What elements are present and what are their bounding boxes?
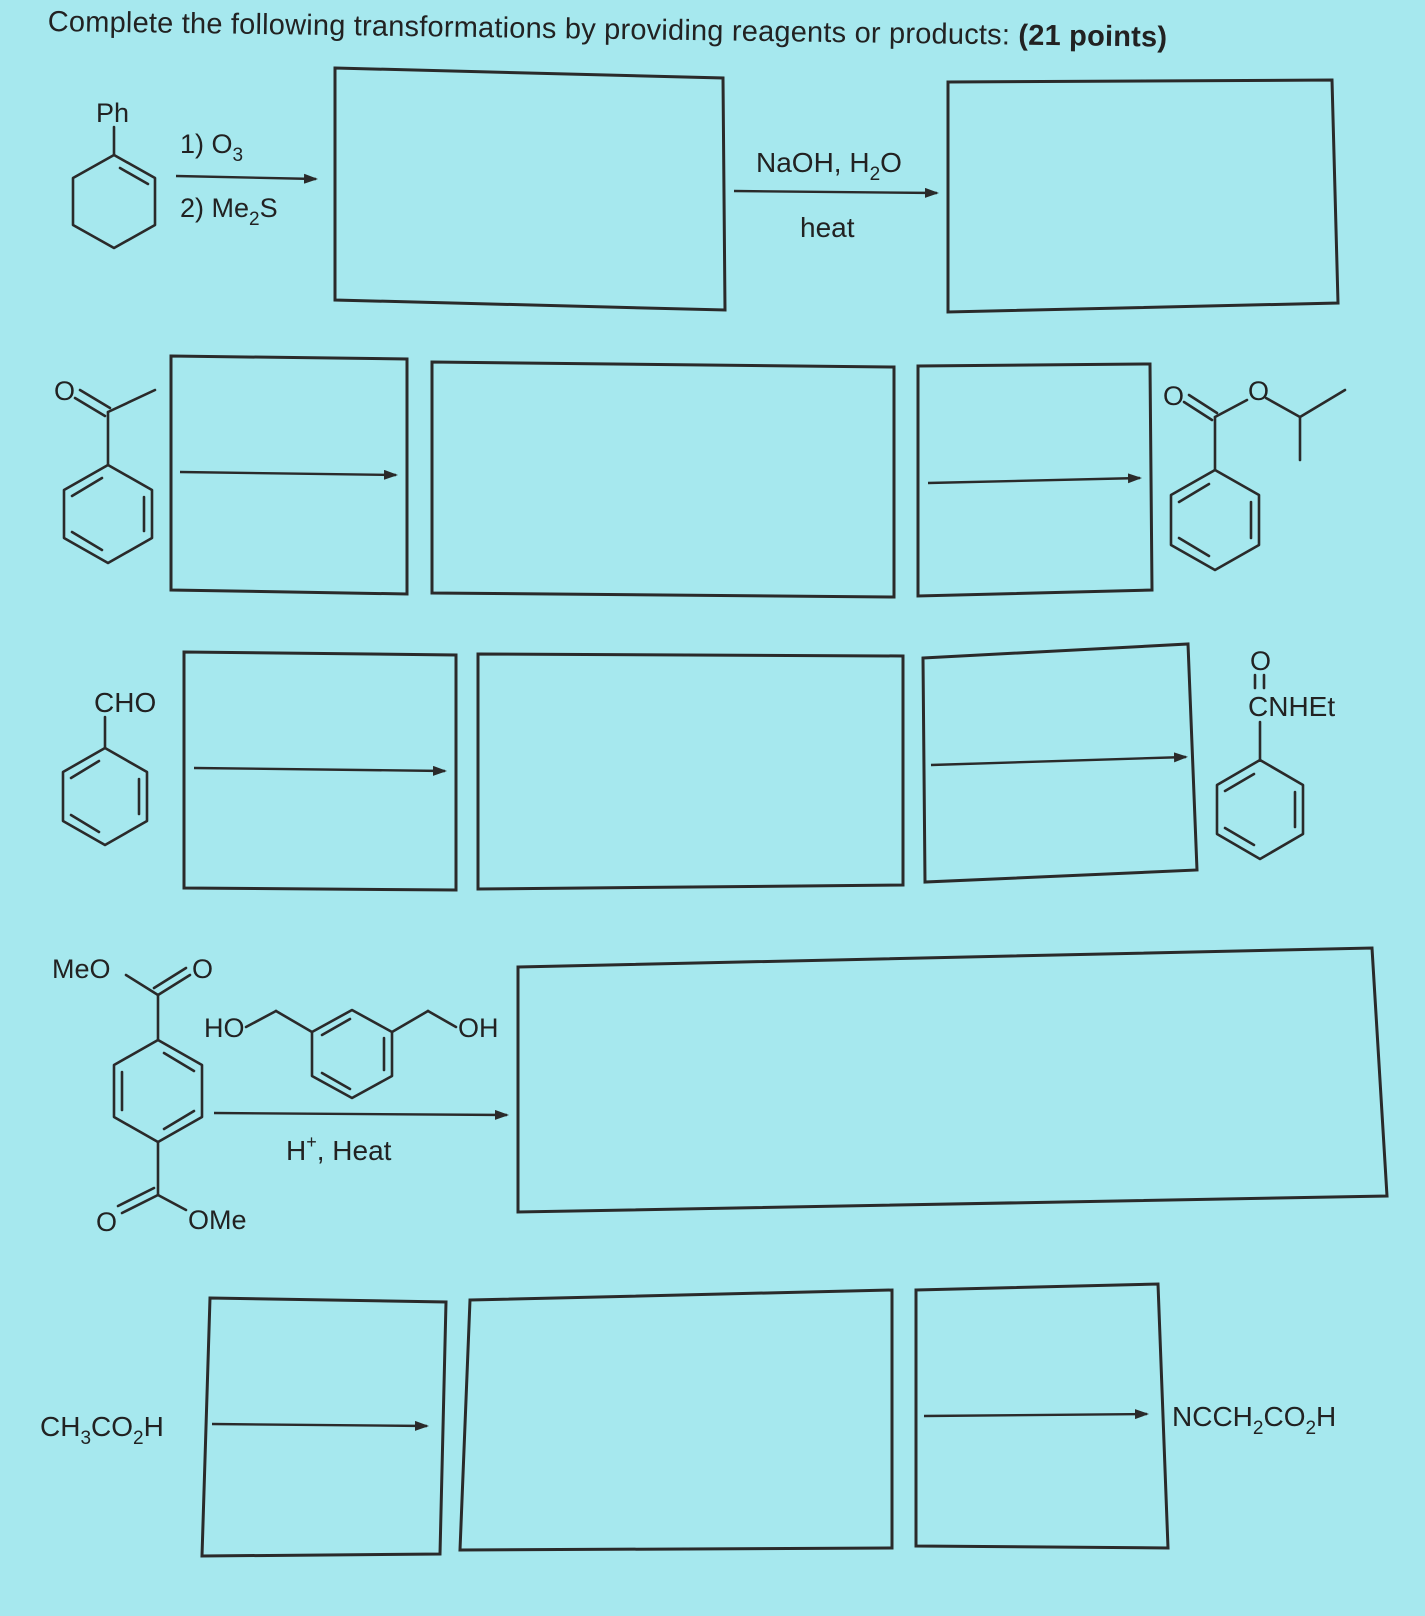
amide-label: CNHEt <box>1248 691 1335 722</box>
ester2-double-b <box>116 1186 156 1208</box>
methoxy-bottom-label: OMe <box>188 1205 247 1235</box>
benzene-ring <box>62 463 154 565</box>
row4-arrow <box>213 1109 509 1120</box>
o-isopropyl-bond <box>1264 396 1302 419</box>
reagent-naoh-water: NaOH, H2O <box>756 147 902 185</box>
row1-arrow-2 <box>733 187 939 198</box>
ch2-ring-bond-right <box>390 1009 430 1034</box>
row3-start-benzaldehyde: CHO <box>61 687 156 847</box>
acid-heat-conditions: H+, Heat <box>286 1132 392 1166</box>
ester-carbonyl-oxygen: O <box>1163 381 1184 411</box>
carbonyl-oxygen-bottom: O <box>96 1207 117 1237</box>
aromatic-bond-2 <box>1223 826 1256 847</box>
aromatic-bond-2 <box>162 1051 196 1073</box>
ester-alkoxy-oxygen: O <box>1248 376 1269 406</box>
answer-box-5-1[interactable] <box>200 1296 448 1558</box>
methyl-bond <box>106 388 157 414</box>
cyclohexene-double-bond <box>118 166 150 186</box>
aromatic-bond-2 <box>69 813 101 834</box>
acetic-acid-label: CH3CO2H <box>40 1411 164 1449</box>
answer-box-3-2[interactable] <box>476 652 905 891</box>
answer-box-3-3[interactable] <box>921 642 1199 884</box>
row1-start-phenylcyclohexene: Ph <box>71 98 157 250</box>
row4-benzenedimethanol: HO OH <box>204 1008 499 1100</box>
aromatic-bond-2 <box>1177 536 1211 558</box>
reagent-heat: heat <box>800 212 855 243</box>
reagent-step1: 1) O3 <box>180 129 243 166</box>
answer-box-2-2[interactable] <box>430 360 896 599</box>
aromatic-bond-2 <box>70 530 104 552</box>
row2-arrow-1 <box>179 469 398 480</box>
aromatic-bond-3 <box>320 1071 352 1091</box>
carbonyl-oxygen-top: O <box>192 954 213 984</box>
ester-c-o-single <box>1213 398 1249 419</box>
ch2-oh-bond <box>426 1009 458 1029</box>
aromatic-bond-3 <box>70 476 104 498</box>
carbonyl-bond-b <box>78 388 112 410</box>
row2-product-isopropyl-benzoate: O O <box>1163 376 1347 572</box>
benzene-ring <box>1169 468 1261 572</box>
cyanoacetic-acid-label: NCCH2CO2H <box>1172 1401 1336 1439</box>
benzene-ring <box>61 746 149 847</box>
aromatic-bond-1 <box>320 1017 352 1037</box>
answer-box-1-2[interactable] <box>946 78 1340 314</box>
row5-arrow-1 <box>211 1420 429 1431</box>
row3-arrow-2 <box>930 752 1188 767</box>
benzene-ring <box>310 1008 394 1100</box>
ch2-ring-bond-left <box>274 1009 314 1034</box>
isopropyl-methyl-1 <box>1298 388 1347 419</box>
ester2-ome-bond <box>156 1193 188 1212</box>
carbonyl-bond-a <box>73 396 107 418</box>
hydroxyl-left-label: HO <box>204 1013 245 1043</box>
row5-arrow-2 <box>923 1409 1149 1420</box>
answer-box-2-1[interactable] <box>169 354 409 596</box>
aromatic-bond-3 <box>69 759 101 780</box>
ester-double-b <box>152 966 188 990</box>
row3-product-ethylbenzamide: O CNHEt <box>1215 646 1335 861</box>
ester-double-a <box>156 973 192 997</box>
aldehyde-label: CHO <box>94 687 156 718</box>
row1-aldol-reagents: NaOH, H2O heat <box>733 147 939 243</box>
methoxy-top-label: MeO <box>52 954 111 984</box>
answer-box-2-3[interactable] <box>916 362 1154 598</box>
ester-c-o-double-a <box>1182 400 1214 422</box>
cyclohexene-ring <box>71 153 157 250</box>
reagent-step2: 2) Me2S <box>180 193 278 230</box>
aromatic-bond-3 <box>162 1109 196 1131</box>
row1-arrow-1 <box>175 173 318 184</box>
hydroxyl-right-label: OH <box>458 1013 499 1043</box>
answer-box-3-1[interactable] <box>182 650 458 892</box>
phenyl-label: Ph <box>96 98 129 128</box>
aromatic-bond-3 <box>1223 772 1256 793</box>
benzene-ring <box>112 1038 204 1144</box>
row2-arrow-2 <box>927 473 1142 485</box>
row1-ozonolysis-reagents: 1) O3 2) Me2S <box>175 129 318 230</box>
answer-box-5-3[interactable] <box>914 1282 1170 1550</box>
ho-ch2-bond <box>244 1009 278 1029</box>
row3-arrow-1 <box>193 765 447 776</box>
answer-box-1-1[interactable] <box>333 66 727 312</box>
aromatic-bond-3 <box>1177 482 1211 504</box>
row2-start-acetophenone: O <box>54 376 157 565</box>
ester-c-o-double-b <box>1187 393 1219 415</box>
answer-box-4-1[interactable] <box>516 946 1389 1214</box>
meo-ester-bond <box>124 973 160 997</box>
ester2-double-a <box>120 1193 160 1215</box>
row4-dimethyl-terephthalate: MeO O O OMe <box>52 954 247 1237</box>
answer-box-5-2[interactable] <box>458 1288 894 1552</box>
acetophenone-oxygen: O <box>54 376 75 406</box>
amide-oxygen: O <box>1250 646 1271 676</box>
benzene-ring <box>1215 758 1305 861</box>
